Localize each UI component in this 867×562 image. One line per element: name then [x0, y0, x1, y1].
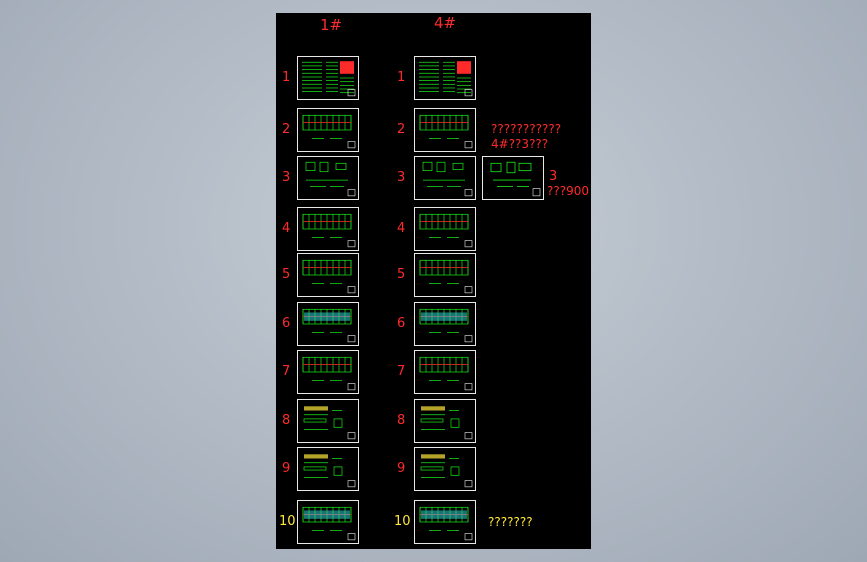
thumbnail-drawing	[419, 114, 473, 149]
row-number-left: 3	[282, 170, 291, 185]
thumbnail-right[interactable]	[414, 207, 476, 251]
row-number-right: 9	[397, 461, 406, 476]
thumbnail-left[interactable]	[297, 156, 359, 200]
thumbnail-left[interactable]	[297, 447, 359, 491]
thumbnail-drawing	[419, 356, 473, 391]
row-number-right: 3	[397, 170, 406, 185]
column-label-4: 4#	[434, 14, 457, 32]
thumbnail-drawing	[419, 213, 473, 248]
row-number-right: 5	[397, 267, 406, 282]
thumbnail-drawing	[419, 506, 473, 541]
thumbnail-right[interactable]	[414, 500, 476, 544]
thumbnail-left[interactable]	[297, 56, 359, 100]
thumbnail-drawing	[302, 213, 356, 248]
row-number-left: 4	[282, 221, 291, 236]
row-number-left: 7	[282, 364, 291, 379]
thumbnail-drawing	[302, 259, 356, 294]
row-number-right: 2	[397, 122, 406, 137]
thumbnail-right[interactable]	[414, 399, 476, 443]
thumbnail-left[interactable]	[297, 302, 359, 346]
row-number-right: 4	[397, 221, 406, 236]
row-number-right: 6	[397, 316, 406, 331]
thumbnail-drawing	[302, 61, 356, 97]
row-number-left: 1	[282, 70, 291, 85]
thumbnail-drawing	[419, 308, 473, 343]
thumbnail-drawing	[302, 308, 356, 343]
row-number-left: 9	[282, 461, 291, 476]
thumbnail-left[interactable]	[297, 399, 359, 443]
column-label-1: 1#	[320, 16, 343, 34]
thumbnail-drawing	[302, 506, 356, 541]
row-number-left: 8	[282, 413, 291, 428]
thumbnail-drawing	[302, 114, 356, 149]
thumbnail-drawing	[302, 356, 356, 391]
thumbnail-left[interactable]	[297, 500, 359, 544]
thumbnail-right[interactable]	[414, 108, 476, 152]
thumbnail-right[interactable]	[414, 350, 476, 394]
row-number-right: 7	[397, 364, 406, 379]
row-number-left: 6	[282, 316, 291, 331]
thumbnail-right[interactable]	[414, 302, 476, 346]
row-number-right: 10	[394, 514, 411, 529]
note-row3-text: ???900	[547, 184, 590, 198]
thumbnail-left[interactable]	[297, 207, 359, 251]
thumbnail-right[interactable]	[414, 253, 476, 297]
thumbnail-left[interactable]	[297, 253, 359, 297]
note-row10-text: ???????	[488, 515, 533, 529]
row-number-right: 8	[397, 413, 406, 428]
thumbnail-drawing	[303, 454, 356, 488]
thumbnail-drawing	[419, 61, 473, 97]
row-number-left: 10	[279, 514, 296, 529]
thumbnail-right[interactable]	[414, 56, 476, 100]
thumbnail-left[interactable]	[297, 350, 359, 394]
thumbnail-right[interactable]	[414, 156, 476, 200]
note-row2-line2: 4#??3???	[491, 137, 549, 151]
note-row2-line1: ???????????	[491, 122, 562, 136]
row-number-left: 5	[282, 267, 291, 282]
thumbnail-drawing	[303, 406, 356, 440]
note-row3-num: 3	[549, 169, 558, 184]
thumbnail-drawing	[420, 454, 473, 488]
thumbnail-drawing	[305, 161, 356, 197]
row-number-right: 1	[397, 70, 406, 85]
thumbnail-drawing	[422, 161, 473, 197]
thumbnail-drawing	[490, 161, 541, 197]
thumbnail-left[interactable]	[297, 108, 359, 152]
thumbnail-drawing	[419, 259, 473, 294]
thumbnail-drawing	[420, 406, 473, 440]
extra-thumbnail-row3[interactable]	[482, 156, 544, 200]
row-number-left: 2	[282, 122, 291, 137]
drawing-sheet: 1# 4# 1 1 2 2 3 3 4 4 5 5 6 6 7 7 8 8 9 9 10 10 ???????????…	[276, 13, 591, 549]
thumbnail-right[interactable]	[414, 447, 476, 491]
